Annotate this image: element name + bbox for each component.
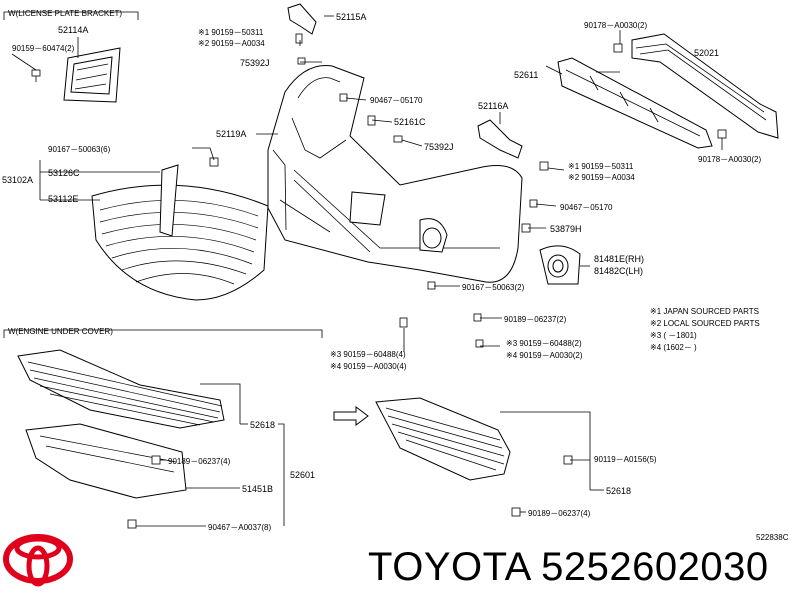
front-bumper-cover: [267, 65, 523, 283]
label-53126C: 53126C: [48, 168, 80, 178]
diagram-code: 522838C: [756, 533, 789, 542]
label-52618-left: 52618: [250, 420, 275, 430]
label-90467-05170-mid: 90467－05170: [560, 203, 613, 212]
note-local-sourced: ※2 LOCAL SOURCED PARTS: [650, 319, 760, 328]
fog-lamp-cover: [539, 245, 581, 285]
label-52601: 52601: [290, 470, 315, 480]
engine-under-cover-left: [17, 349, 225, 429]
label-75392J-mid: 75392J: [424, 142, 454, 152]
section-title-engine-cover: W(ENGINE UNDER COVER): [8, 327, 113, 336]
label-90159-A0030-4: ※4 90159－A0030(4): [330, 362, 407, 371]
label-52115A: 52115A: [336, 12, 366, 22]
label-75392J-top: 75392J: [240, 58, 270, 68]
label-81481E: 81481E(RH): [594, 254, 644, 264]
label-90159-A0034-mid: ※2 90159－A0034: [568, 173, 635, 182]
arrow-right-icon: [333, 406, 369, 426]
label-52161C: 52161C: [394, 117, 426, 127]
bolt-icon: [127, 43, 727, 529]
label-90189-06237-2: 90189－06237(2): [504, 315, 567, 324]
label-81482C: 81482C(LH): [594, 266, 643, 276]
label-90119-A0156-5: 90119－A0156(5): [594, 455, 657, 464]
energy-absorber: [557, 57, 713, 149]
label-90467-A0037-8: 90467－A0037(8): [208, 523, 271, 532]
brand-part-number-caption: TOYOTA 5252602030: [368, 545, 769, 589]
section-title-license-plate: W(LICENSE PLATE BRACKET): [8, 9, 122, 18]
label-52021: 52021: [694, 48, 719, 58]
label-52618-right: 52618: [606, 486, 631, 496]
label-52116A: 52116A: [478, 101, 508, 111]
label-90178-A0030-top: 90178－A0030(2): [584, 21, 647, 30]
label-90159-A0030-2: ※4 90159－A0030(2): [506, 351, 583, 360]
label-90467-05170-top: 90467－05170: [370, 96, 423, 105]
label-90159-50311-top: ※1 90159－50311: [198, 28, 264, 37]
label-52611: 52611: [514, 70, 538, 80]
note-japan-sourced: ※1 JAPAN SOURCED PARTS: [650, 307, 759, 316]
label-90167-50063-6: 90167－50063(6): [48, 145, 111, 154]
label-90159-A0034-top: ※2 90159－A0034: [198, 39, 265, 48]
bumper-bracket-upper: [287, 3, 317, 44]
note-range-4: ※4 (1602－ ): [650, 343, 697, 352]
label-53102A: 53102A: [2, 175, 33, 185]
clip-icon: [11, 53, 41, 82]
toyota-logo-icon: [3, 534, 73, 587]
label-53879H: 53879H: [550, 224, 582, 234]
license-plate-bracket: [63, 37, 121, 103]
front-grille: [91, 164, 269, 301]
engine-under-cover-right: [375, 397, 511, 481]
label-90159-60488-2: ※3 90159－60488(2): [506, 339, 582, 348]
license-plate-frame: [3, 11, 139, 20]
label-90178-A0030-bottom: 90178－A0030(2): [698, 155, 761, 164]
note-range-3: ※3 ( －1801): [650, 331, 697, 340]
label-90159-50311-mid: ※1 90159－50311: [568, 162, 634, 171]
label-52119A: 52119A: [216, 129, 246, 139]
label-90167-50063-2: 90167－50063(2): [462, 283, 525, 292]
engine-under-cover-lower: [25, 423, 187, 499]
label-51451B: 51451B: [242, 484, 273, 494]
bumper-bracket-side: [477, 119, 523, 159]
label-53112E: 53112E: [48, 194, 78, 204]
label-90159-60488-4: ※3 90159－60488(4): [330, 350, 406, 359]
bumper-reinforcement: [631, 33, 779, 139]
label-90189-06237-4-right: 90189－06237(4): [528, 509, 591, 518]
leader-lines: [39, 15, 723, 527]
label-52114A: 52114A: [58, 25, 88, 35]
label-90159-60474: 90159－60474(2): [12, 44, 75, 53]
label-90189-06237-4-left: 90189－06237(4): [168, 457, 231, 466]
engine-cover-frame: [3, 329, 323, 338]
